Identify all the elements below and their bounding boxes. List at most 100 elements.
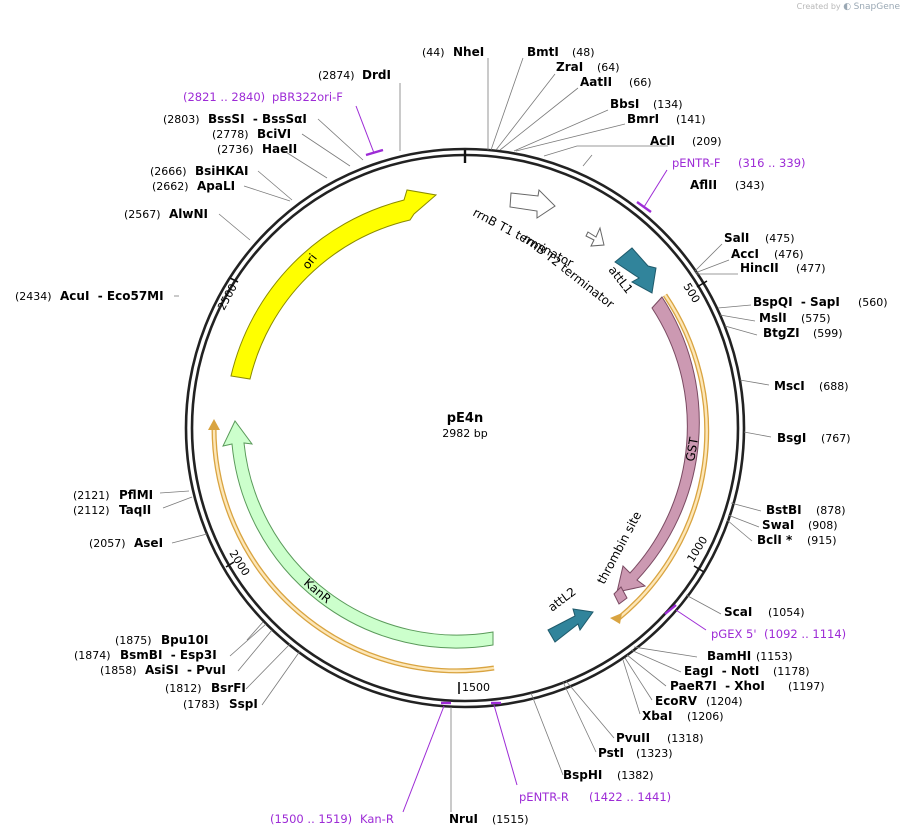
enzyme-name-taqii: TaqII <box>119 503 151 517</box>
enzyme-name-bsphi: BspHI <box>563 768 602 782</box>
primer-name-kan-r: Kan-R <box>360 812 394 826</box>
primer-name-pentr-f: pENTR-F <box>672 156 720 170</box>
enzyme-pos-bsihkai: (2666) <box>150 165 187 178</box>
enzyme-name-scai: ScaI <box>724 605 752 619</box>
enzyme-pos-bcli: (915) <box>807 534 837 547</box>
enzyme-name-swai: SwaI <box>762 518 794 532</box>
enzyme-name-bstbi: BstBI <box>766 503 802 517</box>
enzyme-pos-bsrfi: (1812) <box>165 682 202 695</box>
primer-name-pbr322ori-f: pBR322ori-F <box>272 90 343 104</box>
enzyme-name-paer7i-xhoi: PaeR7I - XhoI <box>670 679 765 693</box>
enzyme-name-bcivi: BciVI <box>257 127 291 141</box>
primer-marks <box>355 105 707 813</box>
enzyme-name-asisi-pvui: AsiSI - PvuI <box>145 663 226 677</box>
orf-left <box>208 419 495 674</box>
enzyme-pos-zrai: (64) <box>597 61 620 74</box>
enzyme-name-bspqi-sapi: BspQI - SapI <box>753 295 840 309</box>
primer-name-pgex5: pGEX 5' <box>711 627 757 641</box>
tick-label-1000: 1000 <box>685 534 711 565</box>
enzyme-pos-bamhi: (1153) <box>756 650 793 663</box>
enzyme-name-btgzi: BtgZI <box>763 326 800 340</box>
feature-attl2: attL2 <box>545 585 594 643</box>
enzyme-name-bsgi: BsgI <box>777 431 806 445</box>
enzyme-pos-bsgi: (767) <box>821 432 851 445</box>
enzyme-name-msci: MscI <box>774 379 805 393</box>
enzyme-pos-xbai: (1206) <box>687 710 724 723</box>
enzyme-pos-acci: (476) <box>774 248 804 261</box>
enzyme-pos-bmri: (141) <box>676 113 706 126</box>
primer-range-kan-r: (1500 .. 1519) <box>270 812 352 826</box>
feature-gst: GST <box>616 296 701 593</box>
plasmid-size: 2982 bp <box>442 427 487 440</box>
enzyme-name-pvuii: PvuII <box>616 731 650 745</box>
enzyme-name-nrui: NruI <box>449 812 478 826</box>
enzyme-pos-pvuii: (1318) <box>667 732 704 745</box>
enzyme-pos-bsssi: (2803) <box>163 113 200 126</box>
enzyme-name-alwni: AlwNI <box>169 207 208 221</box>
enzyme-pos-bstbi: (878) <box>816 504 846 517</box>
primer-range-pbr322ori-f: (2821 .. 2840) <box>183 90 265 104</box>
enzyme-pos-bsphi: (1382) <box>617 769 654 782</box>
orf-right <box>610 293 710 624</box>
enzyme-name-acli: AclI <box>650 134 675 148</box>
enzyme-pos-psti: (1323) <box>636 747 673 760</box>
enzyme-name-hincii: HincII <box>740 261 779 275</box>
enzyme-pos-bsmbi-esp3i: (1874) <box>74 649 111 662</box>
enzyme-pos-eagi-noti: (1178) <box>773 665 810 678</box>
enzyme-pos-bspqi-sapi: (560) <box>858 296 888 309</box>
plasmid-name: pE4n <box>447 411 484 426</box>
tick-1500: 1500 <box>458 681 490 694</box>
enzyme-name-pflmi: PflMI <box>119 488 153 502</box>
enzyme-pos-bbsi: (134) <box>653 98 683 111</box>
enzyme-pos-taqii: (2112) <box>73 504 110 517</box>
enzyme-pos-btgzi: (599) <box>813 327 843 340</box>
enzyme-name-sali: SalI <box>724 231 749 245</box>
feature-ori: ori <box>230 189 438 380</box>
enzyme-name-nhei: NheI <box>453 45 484 59</box>
enzyme-name-aatii: AatII <box>580 75 612 89</box>
enzyme-pos-aflii: (343) <box>735 179 765 192</box>
enzyme-name-bcli: BclI * <box>757 533 793 547</box>
tick-label-1500: 1500 <box>462 681 490 694</box>
enzyme-name-bamhi: BamHI <box>707 649 751 663</box>
enzyme-name-zrai: ZraI <box>556 60 583 74</box>
primer-name-pentr-r: pENTR-R <box>519 790 569 804</box>
enzyme-pos-aatii: (66) <box>629 76 652 89</box>
enzyme-name-haeii: HaeII <box>262 142 297 156</box>
enzyme-name-msli: MslI <box>759 311 787 325</box>
enzyme-pos-nhei: (44) <box>422 46 445 59</box>
enzyme-name-eagi-noti: EagI - NotI <box>684 664 759 678</box>
enzyme-pos-pflmi: (2121) <box>73 489 110 502</box>
primer-range-pentr-f: (316 .. 339) <box>738 156 806 170</box>
enzyme-pos-scai: (1054) <box>768 606 805 619</box>
enzyme-pos-haeii: (2736) <box>217 143 254 156</box>
snapgene-credit: Created by ◐ SnapGene <box>797 2 900 12</box>
feature-label-gst: GST <box>683 436 701 463</box>
enzyme-name-bmti: BmtI <box>527 45 559 59</box>
enzyme-labels-left: (1515) (1783) SspI (1812) BsrFI (1858) A… <box>15 68 391 711</box>
primer-labels: (2821 .. 2840) pBR322ori-F pENTR-F (316 … <box>183 90 846 826</box>
enzyme-pos-msci: (688) <box>819 380 849 393</box>
enzyme-name-bsmbi-esp3i: BsmBI - Esp3I <box>120 648 217 662</box>
snapgene-logo: ◐ <box>843 2 852 12</box>
enzyme-labels: (44) NheI BmtI (48) ZraI (64) AatII (66)… <box>422 45 888 826</box>
enzyme-pos-acui: (2434) <box>15 290 52 303</box>
enzyme-name-bsihkai: BsiHKAI <box>195 164 249 178</box>
enzyme-name-bbsi: BbsI <box>610 97 639 111</box>
enzyme-pos-drdi: (2874) <box>318 69 355 82</box>
enzyme-pos-bcivi: (2778) <box>212 128 249 141</box>
enzyme-name-apali: ApaLI <box>197 179 235 193</box>
enzyme-name-bpu10i: Bpu10I <box>161 633 208 647</box>
feature-attl1: attL1 <box>606 247 657 296</box>
enzyme-name-drdi: DrdI <box>362 68 391 82</box>
enzyme-pos-bmti: (48) <box>572 46 595 59</box>
enzyme-pos-ecorv: (1204) <box>706 695 743 708</box>
enzyme-pos-acli: (209) <box>692 135 722 148</box>
enzyme-pos-nrui: (1515) <box>492 813 529 826</box>
feature-thrombin-site: thrombin site <box>594 509 644 605</box>
primer-range-pentr-r: (1422 .. 1441) <box>589 790 671 804</box>
enzyme-leaders <box>159 57 772 812</box>
credit-prefix: Created by <box>796 2 841 11</box>
enzyme-name-xbai: XbaI <box>642 709 672 723</box>
